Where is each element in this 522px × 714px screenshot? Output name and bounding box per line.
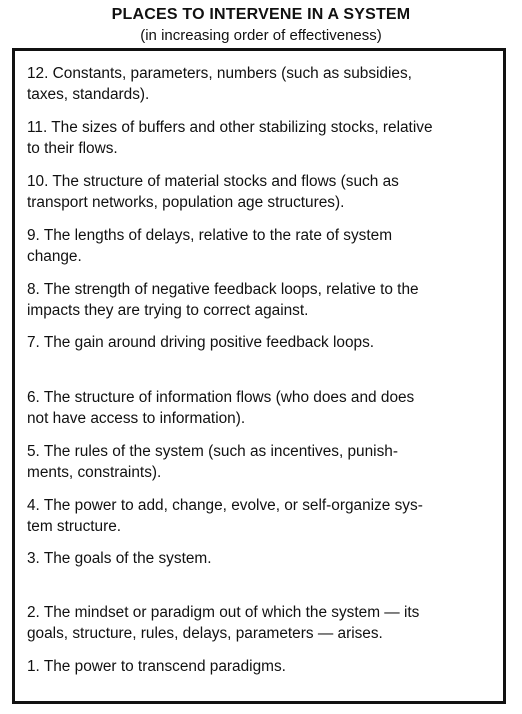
list-item: 2. The mindset or paradigm out of which …	[27, 602, 503, 644]
item-line: 1. The power to transcend paradigms.	[27, 658, 286, 675]
item-line: 12. Constants, parameters, numbers (such…	[27, 65, 412, 82]
item-line: 7. The gain around driving positive feed…	[27, 334, 375, 351]
item-line: transport networks, population age struc…	[27, 194, 345, 211]
item-line: 4. The power to add, change, evolve, or …	[27, 497, 423, 514]
item-line: tem structure.	[27, 518, 122, 535]
item-line: to their flows.	[27, 140, 118, 157]
item-line: impacts they are trying to correct again…	[27, 302, 309, 319]
list-item: 7. The gain around driving positive feed…	[27, 332, 503, 353]
item-line: 2. The mindset or paradigm out of which …	[27, 604, 420, 621]
list-item: 11. The sizes of buffers and other stabi…	[27, 117, 503, 159]
item-line: 9. The lengths of delays, relative to th…	[27, 227, 393, 244]
page-title: PLACES TO INTERVENE IN A SYSTEM	[111, 6, 411, 23]
item-line: not have access to information).	[27, 410, 246, 427]
list-item: 4. The power to add, change, evolve, or …	[27, 495, 503, 537]
list-item: 9. The lengths of delays, relative to th…	[27, 225, 503, 267]
page-subtitle: (in increasing order of effectiveness)	[140, 27, 382, 44]
item-line: change.	[27, 248, 82, 265]
item-line: goals, structure, rules, delays, paramet…	[27, 625, 383, 642]
item-line: ments, constraints).	[27, 464, 162, 481]
item-line: 10. The structure of material stocks and…	[27, 173, 399, 190]
list-item: 5. The rules of the system (such as ince…	[27, 441, 503, 483]
item-line: 6. The structure of information flows (w…	[27, 389, 415, 406]
item-line: 11. The sizes of buffers and other stabi…	[27, 119, 433, 136]
item-line: 5. The rules of the system (such as ince…	[27, 443, 398, 460]
list-item: 10. The structure of material stocks and…	[27, 171, 503, 213]
item-line: taxes, standards).	[27, 86, 150, 103]
item-line: 3. The goals of the system.	[27, 550, 212, 567]
item-line: 8. The strength of negative feedback loo…	[27, 281, 419, 298]
list-item: 12. Constants, parameters, numbers (such…	[27, 63, 503, 105]
list-item: 8. The strength of negative feedback loo…	[27, 279, 503, 321]
list-item: 6. The structure of information flows (w…	[27, 387, 503, 429]
list-item: 3. The goals of the system.	[27, 548, 503, 569]
list-item: 1. The power to transcend paradigms.	[27, 656, 503, 677]
interventions-box: 12. Constants, parameters, numbers (such…	[12, 48, 506, 704]
